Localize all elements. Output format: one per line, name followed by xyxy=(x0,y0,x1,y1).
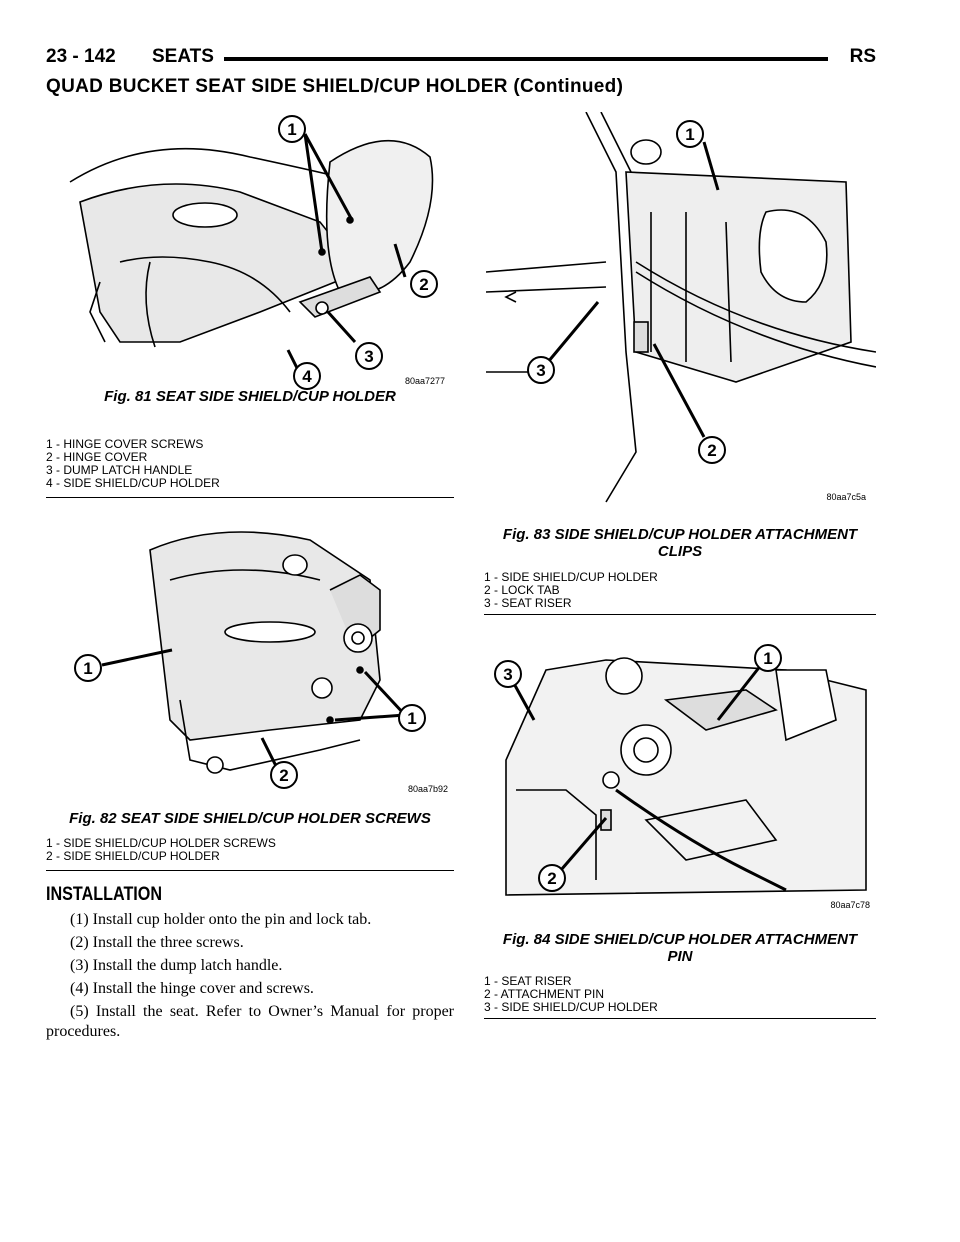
installation-steps: (1) Install cup holder onto the pin and … xyxy=(46,910,454,1045)
callout-1a: 1 xyxy=(83,659,92,678)
legend-item: 1 - HINGE COVER SCREWS xyxy=(46,437,204,451)
figure-84-rule xyxy=(484,1018,876,1019)
callout-1: 1 xyxy=(685,125,694,144)
image-code: 80aa7277 xyxy=(405,376,445,386)
callout-3: 3 xyxy=(536,361,545,380)
legend-item: 3 - DUMP LATCH HANDLE xyxy=(46,463,193,477)
legend-item: 2 - ATTACHMENT PIN xyxy=(484,987,605,1001)
legend-item: 2 - LOCK TAB xyxy=(484,583,560,597)
figure-81-callouts: 1 2 3 4 80aa7277 xyxy=(278,115,445,390)
step-2: (2) Install the three screws. xyxy=(70,934,244,951)
figure-84-illustration: 1 2 3 80aa7c78 xyxy=(494,644,870,910)
page-title: QUAD BUCKET SEAT SIDE SHIELD/CUP HOLDER … xyxy=(46,76,624,97)
figure-81-caption: Fig. 81 SEAT SIDE SHIELD/CUP HOLDER xyxy=(104,388,396,405)
callout-1: 1 xyxy=(287,120,296,139)
callout-3: 3 xyxy=(503,665,512,684)
figure-81-legend: 1 - HINGE COVER SCREWS 2 - HINGE COVER 3… xyxy=(46,438,220,490)
legend-item: 2 - SIDE SHIELD/CUP HOLDER xyxy=(46,849,220,863)
step-3: (3) Install the dump latch handle. xyxy=(70,957,283,974)
legend-item: 1 - SIDE SHIELD/CUP HOLDER xyxy=(484,570,658,584)
callout-2: 2 xyxy=(547,869,556,888)
callout-2: 2 xyxy=(419,275,428,294)
caption-line: CLIPS xyxy=(657,543,703,560)
header-rule xyxy=(224,57,828,61)
figure-82-illustration: 1 1 2 80aa7b92 xyxy=(74,531,448,794)
figure-84-legend: 1 - SEAT RISER 2 - ATTACHMENT PIN 3 - SI… xyxy=(484,975,658,1014)
figure-81-rule xyxy=(46,497,454,498)
figure-83-legend: 1 - SIDE SHIELD/CUP HOLDER 2 - LOCK TAB … xyxy=(484,571,658,610)
callout-1b: 1 xyxy=(407,709,416,728)
callout-2: 2 xyxy=(279,766,288,785)
page-header: 23 - 142 SEATS RS xyxy=(46,46,876,76)
callout-1: 1 xyxy=(763,649,772,668)
figure-83-caption: Fig. 83 SIDE SHIELD/CUP HOLDER ATTACHMEN… xyxy=(484,526,876,560)
figure-81-illustration xyxy=(60,112,455,397)
figure-83-rule xyxy=(484,614,876,615)
legend-item: 3 - SEAT RISER xyxy=(484,596,572,610)
caption-line: Fig. 83 SIDE SHIELD/CUP HOLDER ATTACHMEN… xyxy=(502,526,858,543)
callout-2: 2 xyxy=(707,441,716,460)
figure-82-caption: Fig. 82 SEAT SIDE SHIELD/CUP HOLDER SCRE… xyxy=(69,810,431,827)
caption-line: PIN xyxy=(667,948,693,965)
legend-item: 2 - HINGE COVER xyxy=(46,450,148,464)
callout-4: 4 xyxy=(302,367,312,386)
figure-82-rule xyxy=(46,870,454,871)
figure-84-caption: Fig. 84 SIDE SHIELD/CUP HOLDER ATTACHMEN… xyxy=(484,931,876,965)
figure-82-legend: 1 - SIDE SHIELD/CUP HOLDER SCREWS 2 - SI… xyxy=(46,837,276,863)
step-1: (1) Install cup holder onto the pin and … xyxy=(70,911,372,928)
installation-heading: INSTALLATION xyxy=(46,884,163,905)
legend-item: 1 - SEAT RISER xyxy=(484,974,572,988)
legend-item: 1 - SIDE SHIELD/CUP HOLDER SCREWS xyxy=(46,836,276,850)
callout-3: 3 xyxy=(364,347,373,366)
image-code: 80aa7c78 xyxy=(830,900,870,910)
legend-item: 3 - SIDE SHIELD/CUP HOLDER xyxy=(484,1000,658,1014)
image-code: 80aa7c5a xyxy=(826,492,866,502)
caption-line: Fig. 84 SIDE SHIELD/CUP HOLDER ATTACHMEN… xyxy=(502,931,858,948)
step-5: (5) Install the seat. Refer to Owner’s M… xyxy=(46,1003,454,1040)
section-name: SEATS xyxy=(152,46,214,67)
figure-83-illustration: 1 2 3 80aa7c5a xyxy=(486,112,876,503)
step-4: (4) Install the hinge cover and screws. xyxy=(70,980,314,997)
model-code: RS xyxy=(849,46,876,67)
image-code: 80aa7b92 xyxy=(408,784,448,794)
legend-item: 4 - SIDE SHIELD/CUP HOLDER xyxy=(46,476,220,490)
page-number: 23 - 142 xyxy=(46,46,116,67)
